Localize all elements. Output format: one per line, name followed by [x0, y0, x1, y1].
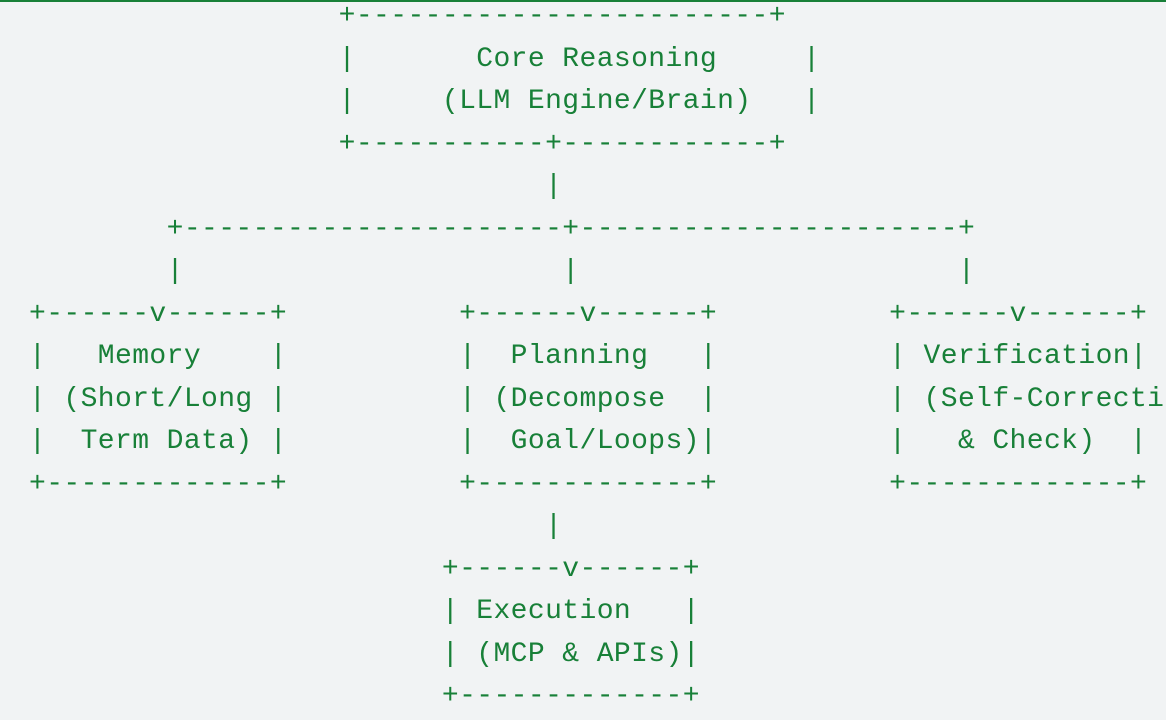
- planning-to-execution-connector: |: [29, 511, 563, 542]
- module-boxes-top-border: +------v------+ +------v------+ +------v…: [29, 298, 1148, 330]
- top-border-rule: [0, 0, 1166, 2]
- module-boxes-bottom-border: +-------------+ +-------------+ +-------…: [29, 468, 1148, 500]
- module-boxes-detail-row-1: | (Short/Long | | (Decompose | | (Self-C…: [29, 383, 1166, 415]
- core-reasoning-box-bottom-border: +-----------+------------+: [29, 128, 786, 160]
- core-to-branch-connector: |: [29, 171, 563, 202]
- ascii-architecture-diagram: +------------------------+ | Core Reason…: [29, 0, 1166, 719]
- execution-box-top-border: +------v------+: [29, 553, 700, 585]
- module-boxes-title-row: | Memory | | Planning | | Verification|: [29, 341, 1148, 372]
- core-reasoning-box-top-border: +------------------------+: [29, 1, 786, 32]
- module-boxes-detail-row-2: | Term Data) | | Goal/Loops)| | & Check)…: [29, 426, 1148, 457]
- core-reasoning-title: | Core Reasoning |: [29, 43, 821, 75]
- execution-box-bottom-border: +-------------+: [29, 681, 700, 712]
- core-reasoning-subtitle: | (LLM Engine/Brain) |: [29, 86, 821, 117]
- branch-split-connector: +----------------------+----------------…: [29, 213, 976, 245]
- branch-drop-connectors: | | |: [29, 256, 976, 287]
- execution-subtitle: | (MCP & APIs)|: [29, 638, 700, 670]
- execution-title: | Execution |: [29, 596, 700, 627]
